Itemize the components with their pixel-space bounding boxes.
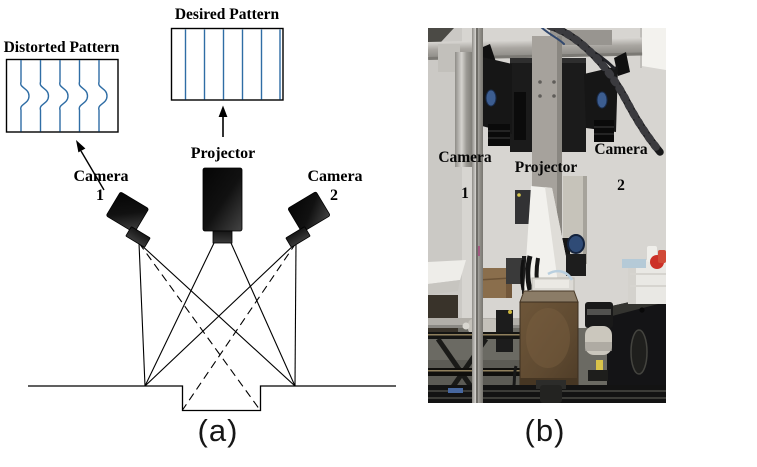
- box-pedestal: [536, 380, 566, 403]
- camera2-label-a-line1: Camera: [307, 168, 362, 185]
- photo-label-projector: Projector: [514, 159, 578, 176]
- photo-label-camera2-line2: 2: [617, 177, 625, 194]
- projection-board-area: [515, 176, 587, 294]
- panel-a-diagram: Distorted Pattern Desired Pattern: [4, 6, 396, 412]
- left-camera-lens-barrel: [488, 124, 510, 146]
- projector-shape: [202, 167, 243, 244]
- camera1-label-a-line2: 1: [96, 187, 104, 204]
- brown-target-box: [519, 290, 579, 386]
- blue-sticker: [448, 388, 463, 393]
- projector-arrow: [218, 105, 228, 137]
- right-camera-lens-glass: [596, 91, 608, 109]
- caption-panel-a: (a): [197, 413, 239, 448]
- desired-pattern-lines: [184, 29, 281, 100]
- camera1-shape: [106, 192, 151, 248]
- photo-scene: [428, 28, 666, 403]
- distorted-pattern-box: [5, 58, 119, 133]
- blue-lens: [567, 234, 585, 254]
- camera2-label-a-line2: 2: [330, 187, 338, 204]
- vertical-pole: [472, 28, 483, 403]
- desired-pattern-title: Desired Pattern: [175, 6, 280, 23]
- surface-profile: [28, 385, 396, 412]
- right-camera-mount: [614, 52, 630, 76]
- photo-label-camera1-line1: Camera: [438, 149, 492, 166]
- caption-panel-b: (b): [524, 413, 566, 448]
- right-bench: [585, 246, 666, 385]
- photo-label-camera1: Camera 1: [428, 149, 502, 203]
- camera1-arrow: [76, 140, 105, 191]
- photo-label-camera2: Camera 2: [584, 141, 658, 195]
- camera-projector-rays: [138, 242, 297, 411]
- photo-label-camera2-line1: Camera: [594, 141, 648, 158]
- left-camera-lens-glass: [485, 89, 497, 107]
- projector-label-a: Projector: [191, 145, 256, 162]
- camera1-label-a-line1: Camera: [73, 168, 128, 185]
- right-camera-lens-barrel: [594, 120, 614, 142]
- distorted-pattern-title: Distorted Pattern: [4, 39, 120, 56]
- distorted-pattern-lines: [20, 60, 108, 132]
- desired-pattern-box: [170, 27, 284, 101]
- photo-label-camera1-line2: 1: [461, 185, 469, 202]
- cables: [540, 28, 664, 156]
- camera2-shape: [285, 191, 331, 248]
- panel-b-photo: Camera 1 Projector Camera 2: [428, 28, 666, 403]
- blue-tube: [547, 269, 574, 281]
